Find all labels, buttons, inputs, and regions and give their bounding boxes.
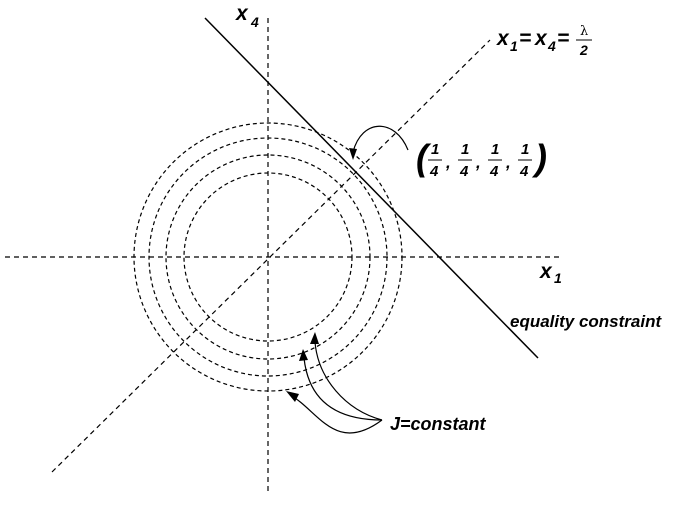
diagonal-label-x1-sub: 1 [510,38,518,54]
point-fraction-2-num: 1 [461,141,469,158]
contour-pointer-2 [303,357,383,421]
point-fraction-4-den: 4 [519,163,529,180]
diagonal-label-x4-sub: 4 [547,38,556,54]
diagonal-label-x1: x [496,27,510,50]
point-label-close-paren: ) [531,137,547,178]
point-fraction-2-den: 4 [459,163,469,180]
x1-axis-label: x [539,260,553,283]
contour-pointer-2-arrowhead [299,349,308,361]
point-fraction-4-num: 1 [521,141,529,158]
contour-circle-outer [133,122,403,392]
point-fraction-3-num: 1 [491,141,499,158]
x4-axis-label: x [235,2,249,25]
diagonal-label-x4: x [534,27,548,50]
equality-constraint-label: equality constraint [510,312,662,331]
x1-axis-subscript: 1 [554,270,562,286]
contour-pointer-3-arrowhead [286,391,299,402]
point-pointer-arrowhead [349,148,357,160]
x4-axis-subscript: 4 [250,14,259,30]
point-pointer-curve [352,125,409,153]
diagonal-label-eq1: = [519,27,531,50]
diagonal-label-lambda: λ [580,24,588,39]
contour-circle-2 [165,154,371,360]
point-separator-2: , [475,153,481,172]
point-fraction-3-den: 4 [489,163,499,180]
contour-circle-inner [183,172,353,342]
contour-pointer-1 [314,341,383,421]
point-fraction-1-num: 1 [431,141,439,158]
j-constant-label: J=constant [390,414,487,434]
contour-pointer-1-arrowhead [310,332,319,344]
diagonal-line [51,39,491,473]
diagonal-label-denominator: 2 [579,42,588,58]
diagonal-label-eq2: = [557,27,569,50]
contour-pointer-3 [289,394,383,434]
point-fraction-1-den: 4 [429,163,439,180]
point-separator-3: , [505,153,511,172]
contour-circle-3 [148,137,388,377]
point-separator-1: , [445,153,451,172]
equality-constraint-line [204,17,539,359]
